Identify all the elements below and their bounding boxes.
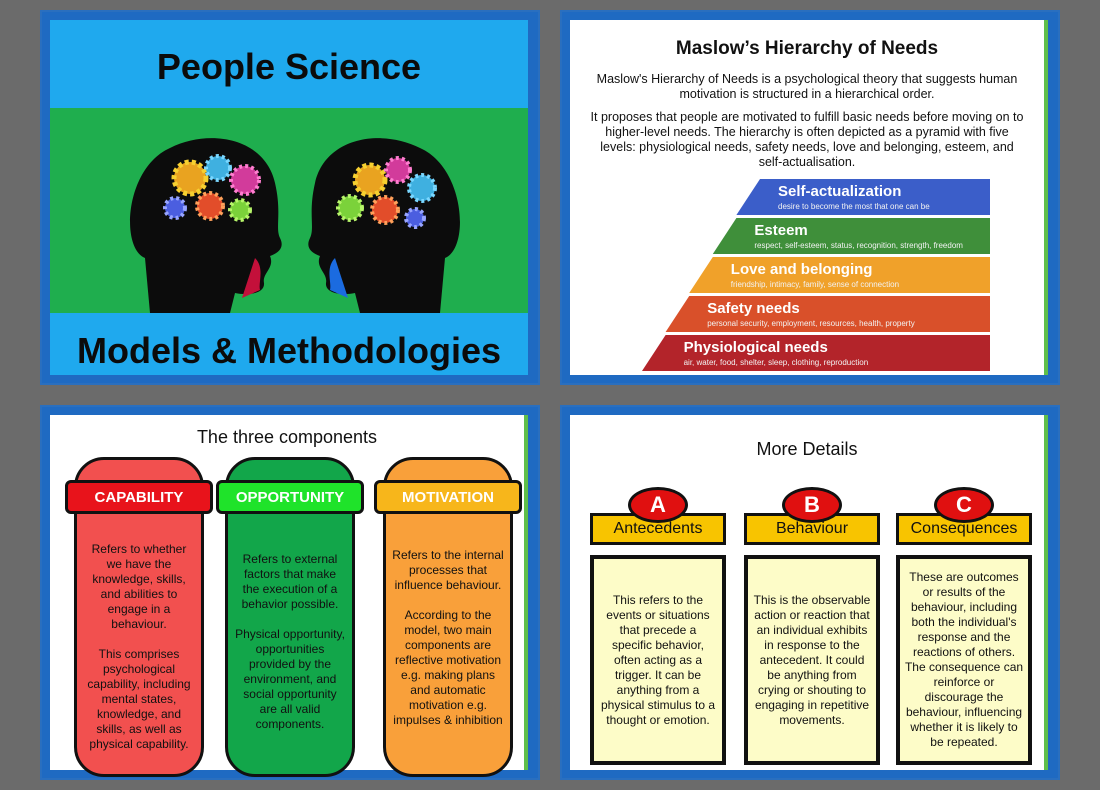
- pyramid-level-description: desire to become the most that one can b…: [778, 202, 930, 211]
- capability-label: CAPABILITY: [65, 480, 213, 514]
- pyramid-level-label: Self-actualization: [778, 183, 901, 200]
- slide-4-canvas: More Details Antecedents A This refers t…: [570, 415, 1048, 770]
- pyramid-level-label: Physiological needs: [684, 339, 828, 356]
- slide-1-canvas: People Science Models & Methodologies: [50, 20, 528, 375]
- pyramid-level-3: [689, 257, 990, 293]
- opportunity-label: OPPORTUNITY: [216, 480, 364, 514]
- antecedents-header: Antecedents: [590, 513, 726, 545]
- pyramid-level-description: friendship, intimacy, family, sense of c…: [731, 280, 899, 289]
- motivation-text: Refers to the internal processes that in…: [392, 548, 504, 727]
- opportunity-text: Refers to external factors that make the…: [235, 552, 345, 731]
- heads-gears-illustration: [130, 138, 460, 313]
- pyramid-level-2: [712, 218, 990, 254]
- pyramid-level-description: personal security, employment, resources…: [707, 319, 915, 328]
- title-band: [50, 20, 528, 108]
- pyramid-level-label: Esteem: [754, 222, 807, 239]
- antecedents-description: This refers to the events or situations …: [590, 555, 726, 765]
- letter-a-badge: A: [628, 487, 688, 523]
- motivation-label: MOTIVATION: [374, 480, 522, 514]
- slide-2-canvas: Maslow’s Hierarchy of Needs Maslow's Hie…: [570, 20, 1048, 375]
- maslow-pyramid: Self-actualization desire to become the m…: [642, 179, 990, 371]
- subtitle-band: [50, 313, 528, 375]
- capability-card: CAPABILITY Refers to whether we have the…: [65, 457, 213, 777]
- behaviour-description: This is the observable action or reactio…: [744, 555, 880, 765]
- slide-2-paragraph-1: Maslow's Hierarchy of Needs is a psychol…: [596, 72, 1018, 101]
- consequences-description: These are outcomes or results of the beh…: [896, 555, 1032, 765]
- slide-thumbnail-2[interactable]: Maslow’s Hierarchy of Needs Maslow's Hie…: [560, 10, 1060, 385]
- slide-1-title: People Science: [156, 46, 422, 87]
- letter-b-badge: B: [782, 487, 842, 523]
- pyramid-level-5: [642, 335, 990, 371]
- slide-1-subtitle: Models & Methodologies: [76, 330, 501, 371]
- letter-c-badge: C: [934, 487, 994, 523]
- slide-2-title: Maslow’s Hierarchy of Needs: [675, 38, 939, 59]
- slide-thumbnail-3[interactable]: The three components CAPABILITY Refers t…: [40, 405, 540, 780]
- slide-3-title: The three components: [196, 427, 378, 447]
- motivation-card: MOTIVATION Refers to the internal proces…: [374, 457, 522, 777]
- slide-4-title: More Details: [756, 439, 858, 459]
- pyramid-level-label: Love and belonging: [731, 261, 873, 278]
- slide-2-paragraph-2: It proposes that people are motivated to…: [590, 110, 1024, 169]
- capability-text: Refers to whether we have the knowledge,…: [87, 542, 191, 751]
- image-band: [50, 108, 528, 313]
- right-gears-icon: [336, 156, 437, 229]
- slide-thumbnail-1[interactable]: People Science Models & Methodologies: [40, 10, 540, 385]
- pyramid-level-4: [665, 296, 990, 332]
- pyramid-level-description: respect, self-esteem, status, recognitio…: [754, 241, 963, 250]
- pyramid-level-1: [736, 179, 990, 215]
- slide-thumbnail-4[interactable]: More Details Antecedents A This refers t…: [560, 405, 1060, 780]
- opportunity-card: OPPORTUNITY Refers to external factors t…: [216, 457, 364, 777]
- pyramid-level-label: Safety needs: [707, 300, 800, 317]
- pyramid-level-description: air, water, food, shelter, sleep, clothi…: [684, 358, 869, 367]
- left-gears-icon: [163, 154, 261, 222]
- slide-3-canvas: The three components CAPABILITY Refers t…: [50, 415, 528, 777]
